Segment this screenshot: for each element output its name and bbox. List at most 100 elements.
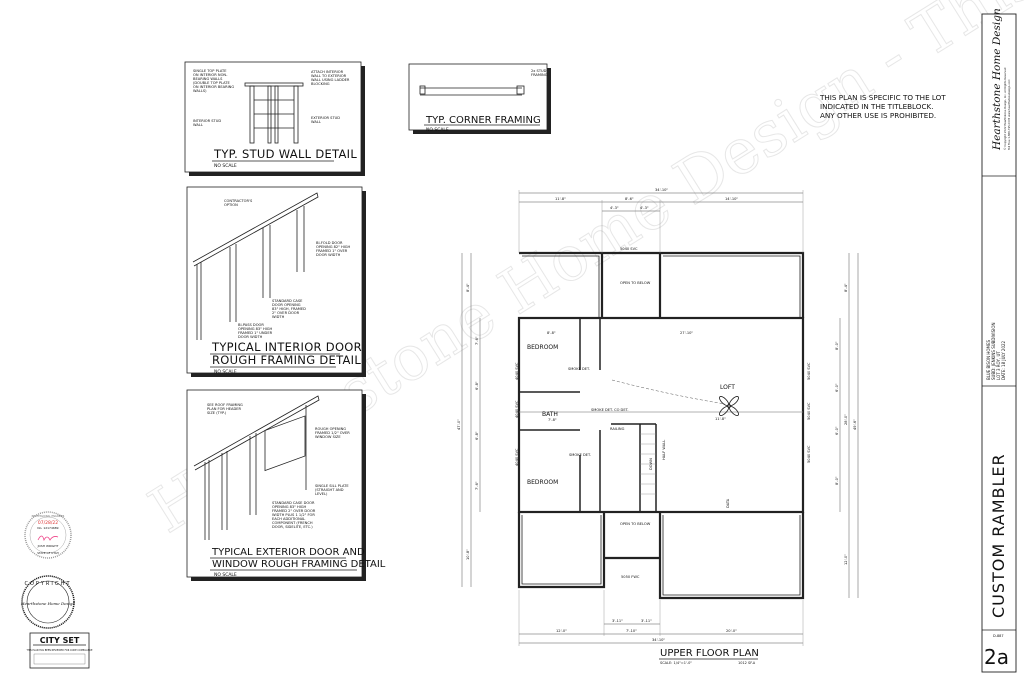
label-floor-plan-dims-left-b: 6'-8": [475, 381, 479, 390]
label-floor-plan-labels-win-left3: 4040 SVC: [515, 448, 519, 466]
label-details-exterior-door-scale: NO SCALE: [214, 572, 237, 578]
label-floor-plan-dims-right-mid: 28'-0": [844, 414, 848, 425]
label-floor-plan-labels-down: DOWN: [649, 458, 653, 470]
label-details-interior-door-title-line2: ROUGH FRAMING DETAIL: [212, 353, 361, 367]
label-floor-plan-dims-top-mid: 8'-6": [625, 197, 634, 201]
label-floor-plan-dims-right-c: 6'-0": [835, 426, 839, 435]
label-details-stud-wall-note-exterior-1: WALL: [311, 120, 321, 124]
label-floor-plan-dims-left-bottom: 10'-8": [466, 549, 470, 560]
label-seals-copyright-brand: Hearthstone Home Design: [20, 601, 75, 606]
label-details-interior-door-scale: NO SCALE: [214, 369, 237, 375]
label-floor-plan-dims-bottom-sub1: 3'-11": [612, 619, 623, 623]
label-floor-plan-labels-win-right1: 5040 SVC: [807, 362, 811, 380]
label-details-exterior-door-note-case-4: EACH ADDITIONAL: [272, 517, 305, 521]
company-logo: Hearthstone Home Design: [991, 8, 1003, 151]
label-details-interior-door-note-bifold-0: BI-FOLD DOOR: [316, 241, 343, 245]
label-floor-plan-labels-smoke2: SMOKE DET.: [569, 453, 591, 457]
label-details-interior-door-note-bipass-1: OPENING 83" HIGH: [238, 327, 273, 331]
label-floor-plan-labels-win-right2: 5040 SVC: [807, 402, 811, 420]
label-details-exterior-door-note-case-0: STANDARD CASE DOOR: [272, 501, 315, 505]
plan-name: CUSTOM RAMBLER: [989, 453, 1008, 618]
label-details-stud-wall-notes-4: ON INTERIOR BEARING: [193, 85, 234, 89]
label-notice-0: THIS PLAN IS SPECIFIC TO THE LOT: [819, 93, 946, 102]
label-details-interior-door-note-bifold-1: OPENING 82" HIGH: [316, 245, 351, 249]
label-details-interior-door-note-contractor-1: OPTION: [224, 203, 238, 207]
label-details-exterior-door-note-sill-1: (STRAIGHT AND: [315, 488, 344, 492]
label-floor-plan-labels-smoke-co: SMOKE DET. CO DET.: [591, 408, 629, 412]
label-floor-plan-labels-loft-width: 27'-10": [680, 331, 693, 335]
label-seals-city-set-label: CITY SET: [40, 636, 80, 645]
label-floor-plan-dims-top-sub1: 4'-3": [610, 206, 619, 210]
label-details-exterior-door-note-case-3: WIDTH PLUS 1 1/2" FOR: [272, 513, 315, 517]
label-details-corner-note-1: FRAMING: [531, 73, 548, 77]
label-titleblock-copyright: © Copyright 2022 Hearthstone Design, Inc…: [1003, 67, 1007, 150]
dimensions-top: 34'-10" 11'-8" 8'-6" 14'-10" 4'-3" 4'-3": [518, 188, 804, 253]
label-details-interior-door-note-bipass-3: DOOR WIDTH: [238, 335, 263, 339]
ceiling-fan-icon: [719, 396, 739, 416]
label-floor-plan-dims-bottom-overall: 34'-10": [652, 638, 665, 642]
open-to-below-bottom: OPEN TO BELOW: [620, 522, 651, 526]
label-seals-engineer-number: No. 12174689: [37, 526, 58, 530]
label-details-exterior-door-note-case-2: FRAMED 2" OVER DOOR: [272, 509, 316, 513]
label-seals-engineer-name: JOSH WRIGHT: [37, 544, 59, 548]
label-titleblock-project-lines-1: SUBD: JENKINS SUBDIVISION: [991, 323, 996, 380]
open-to-below-top: OPEN TO BELOW: [620, 281, 651, 285]
plan-area: 1012 SF.A: [738, 661, 756, 665]
label-floor-plan-labels-loft-dim: 11'-8": [715, 417, 726, 421]
sheet-number: 2a: [984, 645, 1009, 669]
room-bedroom-1: BEDROOM: [527, 344, 558, 351]
title-block: Hearthstone Home Design © Copyright 2022…: [981, 8, 1017, 673]
label-details-interior-door-note-bifold-2: FRAMED 1" OVER: [316, 249, 348, 253]
label-seals-copyright-ring: COPYRIGHT: [24, 581, 71, 587]
label-floor-plan-dims-left-c: 6'-8": [475, 431, 479, 440]
label-floor-plan-dims-top-right: 14'-10": [725, 197, 738, 201]
dimensions-bottom: 3'-11" 3'-11" 12'-0" 7'-10" 20'-0" 34'-1…: [518, 590, 804, 646]
label-details-exterior-door-note-roof-1: PLAN FOR HEADER: [207, 407, 242, 411]
label-floor-plan-labels-window-bottom: 5050 FWC: [621, 575, 640, 579]
label-floor-plan-dims-left-top: 8'-4": [466, 283, 470, 292]
upper-floor-plan: BEDROOM BEDROOM BATH LOFT OPEN TO BELOW …: [457, 188, 859, 665]
corner-framing-title: TYP. CORNER FRAMING: [425, 115, 541, 126]
label-floor-plan-dims-right-b: 6'-0": [835, 383, 839, 392]
label-details-interior-door-note-case-3: 2" OVER DOOR: [272, 311, 300, 315]
dimensions-left: 47'-0" 8'-4" 7'-6" 6'-8" 6'-8" 7'-6" 10'…: [457, 253, 481, 587]
scale-note: NO SCALE: [214, 163, 237, 169]
label-details-interior-door-note-bipass-0: BI-PASS DOOR: [238, 323, 264, 327]
label-details-interior-door-note-bifold-3: DOOR WIDTH: [316, 253, 341, 257]
label-floor-plan-labels-window-top: 5040 SVC: [620, 247, 638, 251]
label-floor-plan-dims-left-a: 7'-6": [475, 336, 479, 345]
label-floor-plan-labels-half-wall: HALF WALL: [662, 440, 666, 460]
label-floor-plan-dims-right-overall: 49'-6": [853, 419, 857, 430]
dimensions-right: 49'-6" 8'-4" 28'-0" 8'-0" 6'-0" 6'-0" 8'…: [835, 253, 859, 598]
label-details-stud-wall-notes-1: ON INTERIOR NON-: [193, 73, 228, 77]
label-floor-plan-dims-top-left: 11'-8": [555, 197, 566, 201]
label-details-exterior-door-note-roof-2: SIZE (TYP.): [207, 411, 227, 415]
label-details-exterior-door-note-case-6: DOOR, SIDELITE, ETC.): [272, 525, 313, 529]
label-details-exterior-door-note-case-1: OPENING 83" HIGH: [272, 505, 307, 509]
label-floor-plan-dims-right-top: 8'-4": [844, 283, 848, 292]
floor-plan-title: UPPER FLOOR PLAN: [660, 648, 759, 659]
label-details-stud-wall-notes-5: WALLS): [193, 89, 207, 93]
label-floor-plan-dims-top-overall: 34'-10": [655, 188, 668, 192]
label-details-interior-door-note-case-4: WIDTH: [272, 315, 285, 319]
label-details-stud-wall-note-right-2: WALL USING LADDER: [311, 78, 350, 82]
label-titleblock-contact: Toll Free 1-866-795-0005 www.hearthstone…: [1007, 79, 1011, 150]
plan-scale: SCALE: 1/4"=1'-0": [660, 661, 692, 665]
label-seals-engineer-header: PROFESSIONAL ENGINEER: [32, 514, 65, 518]
label-details-exterior-door-note-sill-2: LEVEL): [315, 492, 328, 496]
label-details-exterior-door-note-rough-2: WINDOW SIZE: [315, 435, 341, 439]
label-details-interior-door-note-contractor-0: CONTRACTOR'S: [224, 199, 253, 203]
label-titleblock-project-lines-0: BLUE BISON HOMES: [986, 339, 991, 380]
project-info: BLUE BISON HOMES SUBD: JENKINS SUBDIVISI…: [986, 323, 1006, 380]
label-details-interior-door-note-case-2: 83" HIGH, FRAMED: [272, 307, 306, 311]
stairs: [640, 433, 656, 495]
label-details-stud-wall-notes-3: (DOUBLE TOP PLATE: [193, 81, 230, 85]
label-details-stud-wall-note-interior-0: INTERIOR STUD: [193, 119, 221, 123]
label-details-exterior-door-note-rough-0: ROUGH OPENING: [315, 427, 346, 431]
label-notice-1: INDICATED IN THE TITLEBLOCK.: [820, 102, 933, 111]
label-details-interior-door-note-case-0: STANDARD CASE: [272, 299, 303, 303]
label-details-exterior-door-note-rough-1: FRAMED 1/2" OVER: [315, 431, 350, 435]
